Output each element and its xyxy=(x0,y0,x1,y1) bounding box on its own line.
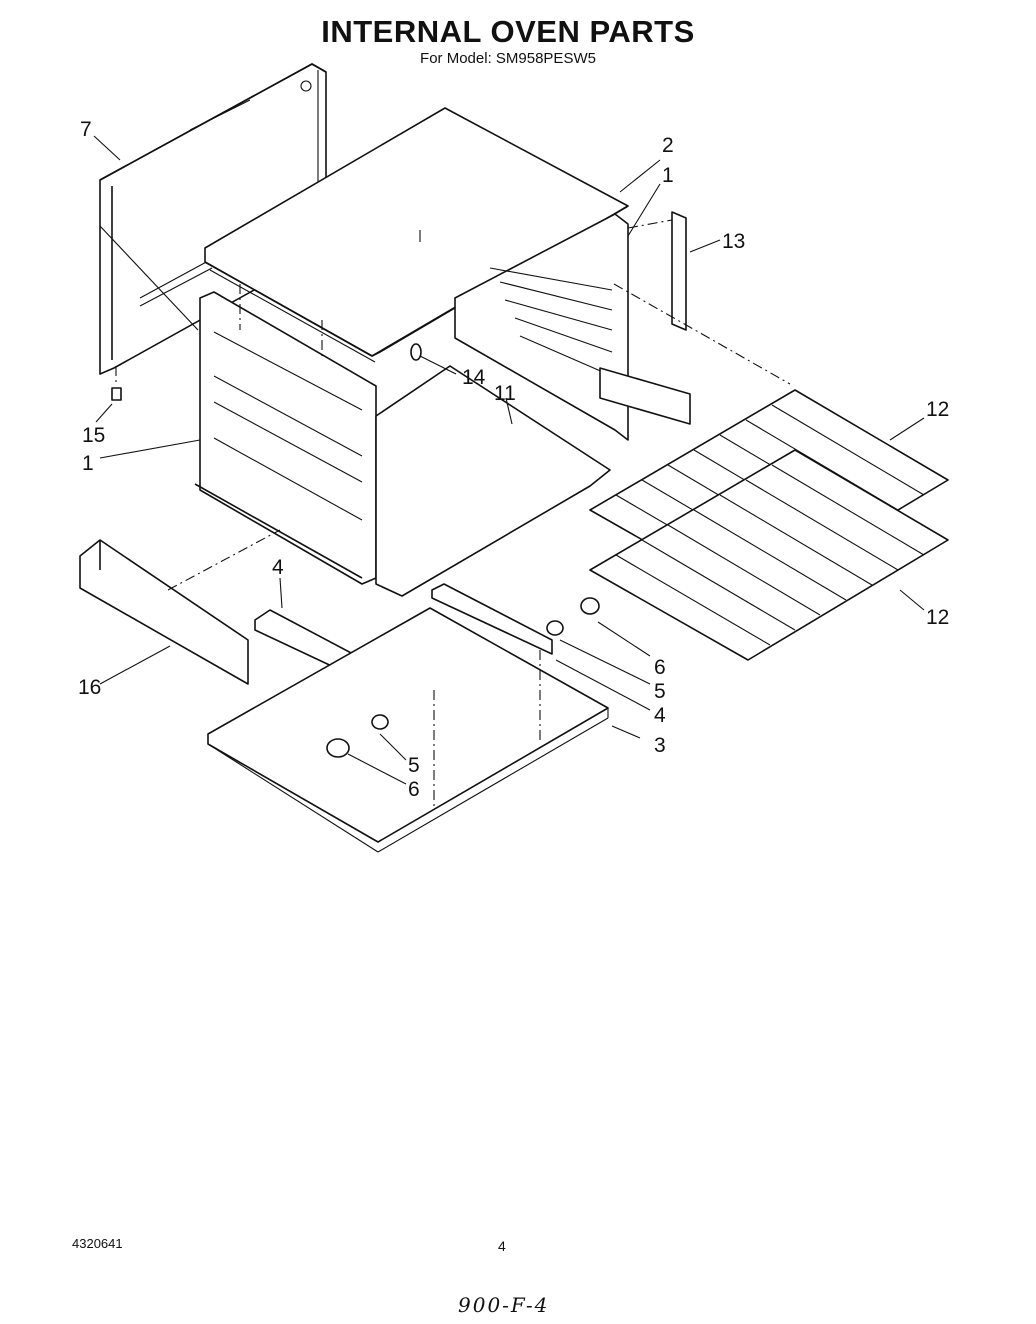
callout-12-upper: 12 xyxy=(926,398,949,421)
part-bumpers-feet xyxy=(111,343,600,758)
callout-3: 3 xyxy=(654,734,666,757)
oven-rack-lower xyxy=(589,449,949,661)
callout-6-left: 6 xyxy=(408,778,420,801)
callout-4-left: 4 xyxy=(272,556,284,579)
callout-leaders xyxy=(93,135,925,785)
handwritten-note: 900-F-4 xyxy=(458,1293,550,1317)
callout-15: 15 xyxy=(82,424,105,447)
callout-1-left: 1 xyxy=(82,452,94,475)
part-oven-bottom xyxy=(375,365,611,597)
callout-16: 16 xyxy=(78,676,101,699)
callout-7: 7 xyxy=(80,118,92,141)
callout-4-right: 4 xyxy=(654,704,666,727)
callout-5-right: 5 xyxy=(654,680,666,703)
page-number: 4 xyxy=(498,1238,506,1254)
callout-11: 11 xyxy=(494,382,516,405)
part-oven-racks xyxy=(589,389,949,661)
assembly-lines xyxy=(115,219,791,808)
page-title: INTERNAL OVEN PARTS xyxy=(321,14,695,49)
callout-labels: 7 2 1 13 14 11 15 1 12 12 4 16 6 5 4 3 5… xyxy=(78,118,949,801)
callout-14: 14 xyxy=(462,366,486,389)
callout-13: 13 xyxy=(722,230,745,253)
document-number: 4320641 xyxy=(72,1236,123,1251)
callout-12-lower: 12 xyxy=(926,606,949,629)
callout-5-left: 5 xyxy=(408,754,420,777)
part-bottom-pan xyxy=(207,607,609,853)
part-vent-strip xyxy=(671,211,687,331)
part-front-trim xyxy=(79,539,249,685)
model-subtitle: For Model: SM958PESW5 xyxy=(420,50,596,67)
callout-1-right: 1 xyxy=(662,164,674,187)
part-rack-support-right xyxy=(454,213,691,441)
callout-6-right: 6 xyxy=(654,656,666,679)
callout-2: 2 xyxy=(662,134,674,157)
